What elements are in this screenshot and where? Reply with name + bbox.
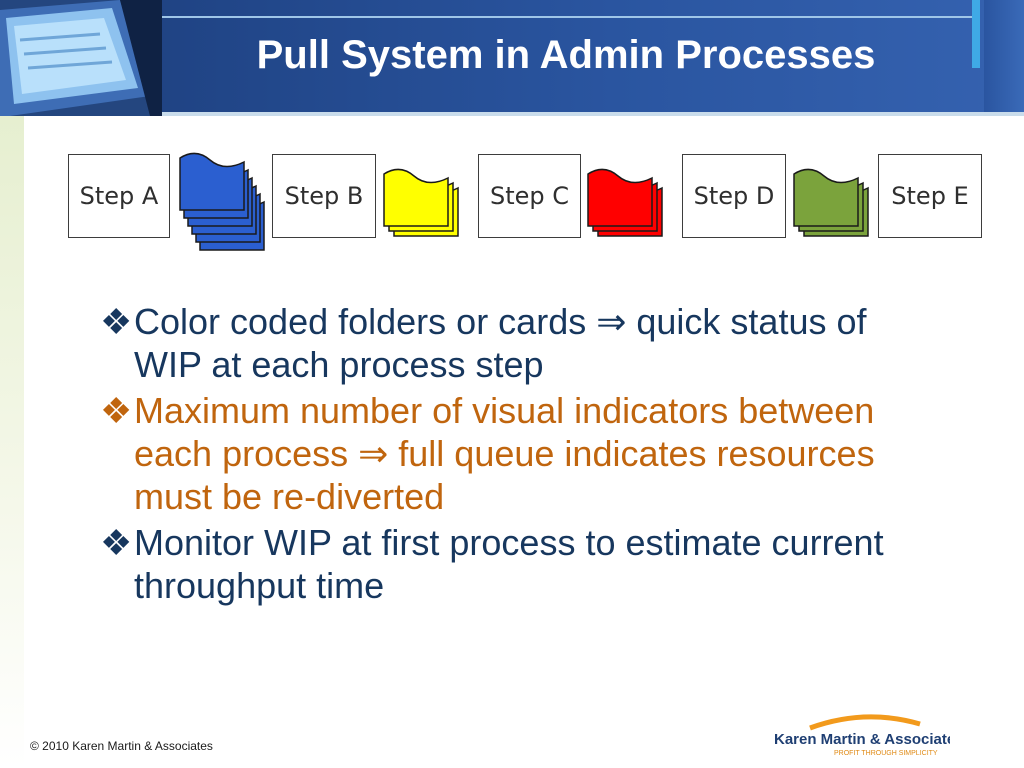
- header-right-block: [984, 0, 1024, 112]
- header-bottom-band: [0, 112, 1024, 116]
- step-e-box: Step E: [878, 154, 982, 238]
- queue-folders-green: [793, 168, 869, 237]
- folder-card: [793, 168, 859, 227]
- svg-text:Karen Martin & Associates: Karen Martin & Associates: [774, 731, 950, 748]
- step-c-box: Step C: [478, 154, 581, 238]
- step-d-box: Step D: [682, 154, 786, 238]
- diamond-bullet-icon: ❖: [100, 390, 133, 431]
- bullet-text: Maximum number of visual indicators betw…: [134, 390, 875, 517]
- bullet-text: Monitor WIP at first process to estimate…: [134, 522, 884, 606]
- diamond-bullet-icon: ❖: [100, 522, 133, 563]
- slide-title: Pull System in Admin Processes: [256, 32, 876, 77]
- queue-folders-blue: [179, 152, 265, 251]
- bullet-text: Color coded folders or cards ⇒ quick sta…: [134, 301, 867, 385]
- bullet-item: ❖ Maximum number of visual indicators be…: [100, 389, 920, 518]
- header-accent-line: [162, 16, 974, 18]
- queue-folders-red: [587, 168, 663, 237]
- copyright-footer: © 2010 Karen Martin & Associates: [30, 739, 213, 753]
- folder-card: [383, 168, 449, 227]
- left-side-strip: [0, 116, 24, 768]
- bullet-item: ❖ Color coded folders or cards ⇒ quick s…: [100, 300, 920, 386]
- svg-text:PROFIT THROUGH SIMPLICITY: PROFIT THROUGH SIMPLICITY: [834, 750, 938, 757]
- queue-folders-yellow: [383, 168, 459, 237]
- folder-card: [179, 152, 245, 211]
- corner-monitor-image: [0, 0, 162, 116]
- folder-card: [587, 168, 653, 227]
- step-b-box: Step B: [272, 154, 376, 238]
- bullet-list: ❖ Color coded folders or cards ⇒ quick s…: [100, 300, 920, 610]
- company-logo: Karen Martin & Associates PROFIT THROUGH…: [774, 714, 950, 757]
- diamond-bullet-icon: ❖: [100, 301, 133, 342]
- header-accent-bar: [972, 0, 980, 68]
- step-a-box: Step A: [68, 154, 170, 238]
- header-bar: [0, 0, 1024, 112]
- bullet-item: ❖ Monitor WIP at first process to estima…: [100, 521, 920, 607]
